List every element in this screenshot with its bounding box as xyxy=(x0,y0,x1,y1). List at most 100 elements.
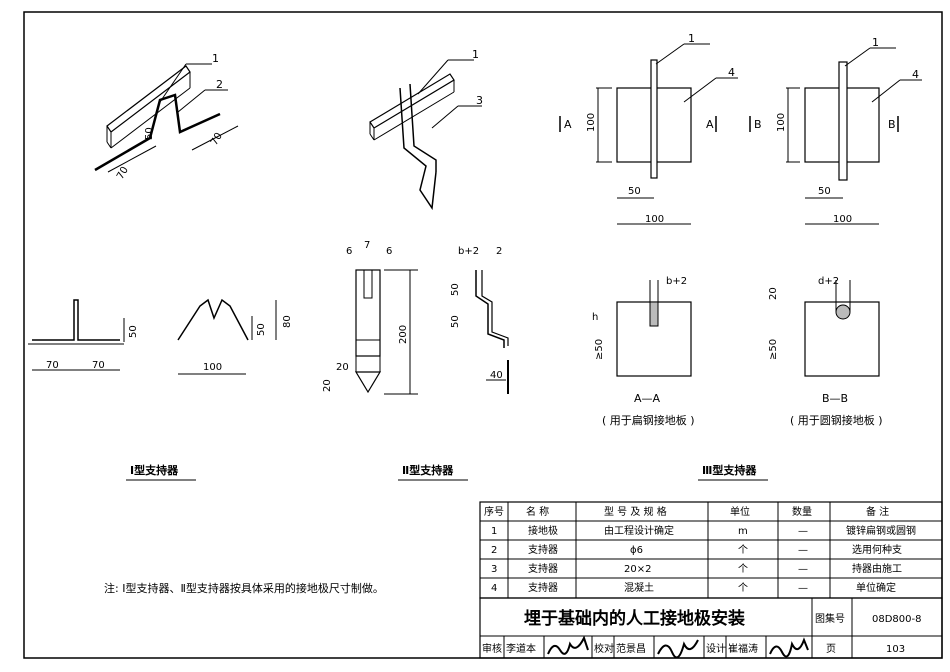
dim-h: h xyxy=(592,312,598,323)
design-signature xyxy=(769,637,809,658)
design-label: 设计 xyxy=(706,642,726,655)
dim-6-l: 6 xyxy=(346,246,352,257)
section-bb-note: ( 用于圆钢接地板 ) xyxy=(790,413,883,427)
r3-unit: 个 xyxy=(738,563,748,575)
review-label: 审核 xyxy=(482,642,502,655)
type3-plan-a: 1 4 100 A A 50 100 xyxy=(559,32,738,225)
dim-70-c: 70 xyxy=(46,360,59,371)
dim-80: 80 xyxy=(282,315,293,328)
dim-100-bh: 100 xyxy=(833,214,852,225)
r4-qty: — xyxy=(798,583,808,594)
callout-4-a: 4 xyxy=(728,66,735,79)
dim-70-d: 70 xyxy=(92,360,105,371)
marker-A-left: A xyxy=(564,118,572,131)
callout-1: 1 xyxy=(212,52,219,65)
r1-spec: 由工程设计确定 xyxy=(604,524,674,537)
dim-70-a: 70 xyxy=(115,165,131,182)
type2-elevations: 6 7 6 200 20 20 b+2 2 50 50 40 xyxy=(322,240,509,395)
dim-100-c: 100 xyxy=(203,362,222,373)
design-name: 崔福涛 xyxy=(728,642,758,655)
r2-spec: ϕ6 xyxy=(630,545,643,556)
dim-ge50-bb: ≥50 xyxy=(768,339,779,360)
title-block: 埋于基础内的人工接地极安装 图集号 08D800-8 页 103 审核 李道本 … xyxy=(479,597,943,659)
type3-plan-b: 1 4 100 B B 50 100 xyxy=(749,36,922,225)
dim-50-a: 50 xyxy=(144,127,155,140)
page-no: 103 xyxy=(886,644,905,655)
r4-name: 支持器 xyxy=(528,581,558,594)
marker-A-right: A xyxy=(706,118,714,131)
dim-100-ah: 100 xyxy=(645,214,664,225)
dim-20-w: 20 xyxy=(336,362,349,373)
callout-4-b: 4 xyxy=(912,68,919,81)
r1-unit: m xyxy=(738,526,748,537)
drawing-title: 埋于基础内的人工接地极安装 xyxy=(524,608,745,629)
dim-200: 200 xyxy=(398,325,409,344)
caption-type2: Ⅱ型支持器 xyxy=(402,463,454,477)
type2-isometric: 1 3 xyxy=(369,48,483,211)
atlas-label: 图集号 xyxy=(815,612,845,625)
r3-spec: 20×2 xyxy=(624,564,651,575)
r1-qty: — xyxy=(798,526,808,537)
section-aa: b+2 h ≥50 A—A ( 用于扁钢接地板 ) xyxy=(592,276,695,427)
section-aa-title: A—A xyxy=(634,392,661,405)
type1-isometric: 1 2 70 50 70 xyxy=(94,52,239,182)
r4-spec: 混凝土 xyxy=(624,581,654,594)
atlas-no: 08D800-8 xyxy=(872,614,921,625)
dim-b2-aa: b+2 xyxy=(666,276,687,287)
check-name: 范景昌 xyxy=(616,642,646,655)
th-name: 名 称 xyxy=(526,505,549,518)
type1-profiles: 70 70 50 100 50 80 xyxy=(28,298,293,375)
dim-50-f: 50 xyxy=(450,315,461,328)
r2-qty: — xyxy=(798,545,808,556)
materials-table: 序号 名 称 型 号 及 规 格 单位 数量 备 注 1 接地极 由工程设计确定… xyxy=(479,501,943,599)
marker-B-right: B xyxy=(888,118,896,131)
dim-50-bh: 50 xyxy=(818,186,831,197)
th-qty: 数量 xyxy=(792,505,812,518)
callout-1-a: 1 xyxy=(688,32,695,45)
caption-type3: Ⅲ型支持器 xyxy=(702,463,757,477)
th-remark: 备 注 xyxy=(866,505,889,518)
r3-name: 支持器 xyxy=(528,562,558,575)
r4-remark: 单位确定 xyxy=(856,581,896,594)
r2-remark: 选用何种支 xyxy=(852,543,902,556)
section-aa-note: ( 用于扁钢接地板 ) xyxy=(602,413,695,427)
r4-no: 4 xyxy=(491,583,497,594)
r4-unit: 个 xyxy=(738,582,748,594)
r3-qty: — xyxy=(798,564,808,575)
r1-name: 接地极 xyxy=(528,524,558,537)
dim-b2: b+2 xyxy=(458,246,479,257)
caption-type1: Ⅰ型支持器 xyxy=(130,463,179,477)
r1-no: 1 xyxy=(491,526,497,537)
r2-unit: 个 xyxy=(738,544,748,556)
dim-50-d: 50 xyxy=(256,323,267,336)
page-label: 页 xyxy=(826,643,836,655)
th-unit: 单位 xyxy=(730,505,750,518)
r2-name: 支持器 xyxy=(528,543,558,556)
dim-ge50-aa: ≥50 xyxy=(594,339,605,360)
dim-2: 2 xyxy=(496,246,502,257)
dim-d2-bb: d+2 xyxy=(818,276,839,287)
dim-40: 40 xyxy=(490,370,503,381)
th-spec: 型 号 及 规 格 xyxy=(604,505,667,518)
section-bb: d+2 20 ≥50 B—B ( 用于圆钢接地板 ) xyxy=(768,276,883,427)
r1-remark: 镀锌扁钢或圆钢 xyxy=(846,524,916,537)
th-no: 序号 xyxy=(484,505,504,518)
review-name: 李道本 xyxy=(506,642,536,655)
callout-2: 2 xyxy=(216,78,223,91)
check-label: 校对 xyxy=(594,642,614,655)
dim-100-av: 100 xyxy=(586,113,597,132)
callout-1-t2: 1 xyxy=(472,48,479,61)
marker-B-left: B xyxy=(754,118,762,131)
review-signature xyxy=(547,635,589,655)
dim-70-b: 70 xyxy=(209,131,225,148)
dim-6-r: 6 xyxy=(386,246,392,257)
dim-20-bb: 20 xyxy=(768,287,779,300)
note-text: 注: Ⅰ型支持器、Ⅱ型支持器按具体采用的接地极尺寸制做。 xyxy=(104,581,384,595)
dim-20-h: 20 xyxy=(322,379,333,392)
check-signature xyxy=(657,639,699,659)
dim-50-c: 50 xyxy=(128,325,139,338)
dim-7: 7 xyxy=(364,240,370,251)
callout-1-b: 1 xyxy=(872,36,879,49)
r2-no: 2 xyxy=(491,545,497,556)
